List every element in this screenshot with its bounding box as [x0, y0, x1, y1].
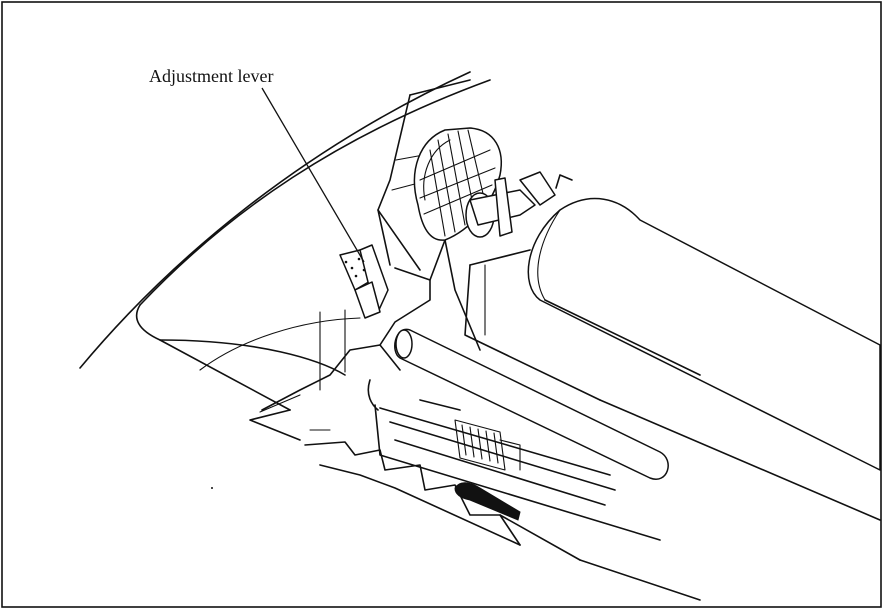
callout-leader-line: [261, 87, 365, 263]
stray-mark: [211, 487, 213, 489]
printer-base: [304, 429, 701, 601]
carriage: [374, 399, 661, 541]
platen-hub: [465, 171, 573, 238]
feed-tab: [454, 482, 521, 521]
paper-guide: [464, 249, 881, 521]
paper-bail-bar: [394, 328, 669, 480]
adjustment-lever: [339, 244, 389, 319]
callout: Adjustment lever: [149, 66, 365, 263]
callout-label: Adjustment lever: [149, 66, 273, 86]
platen-roller: [527, 197, 881, 471]
side-frame: [261, 79, 481, 411]
